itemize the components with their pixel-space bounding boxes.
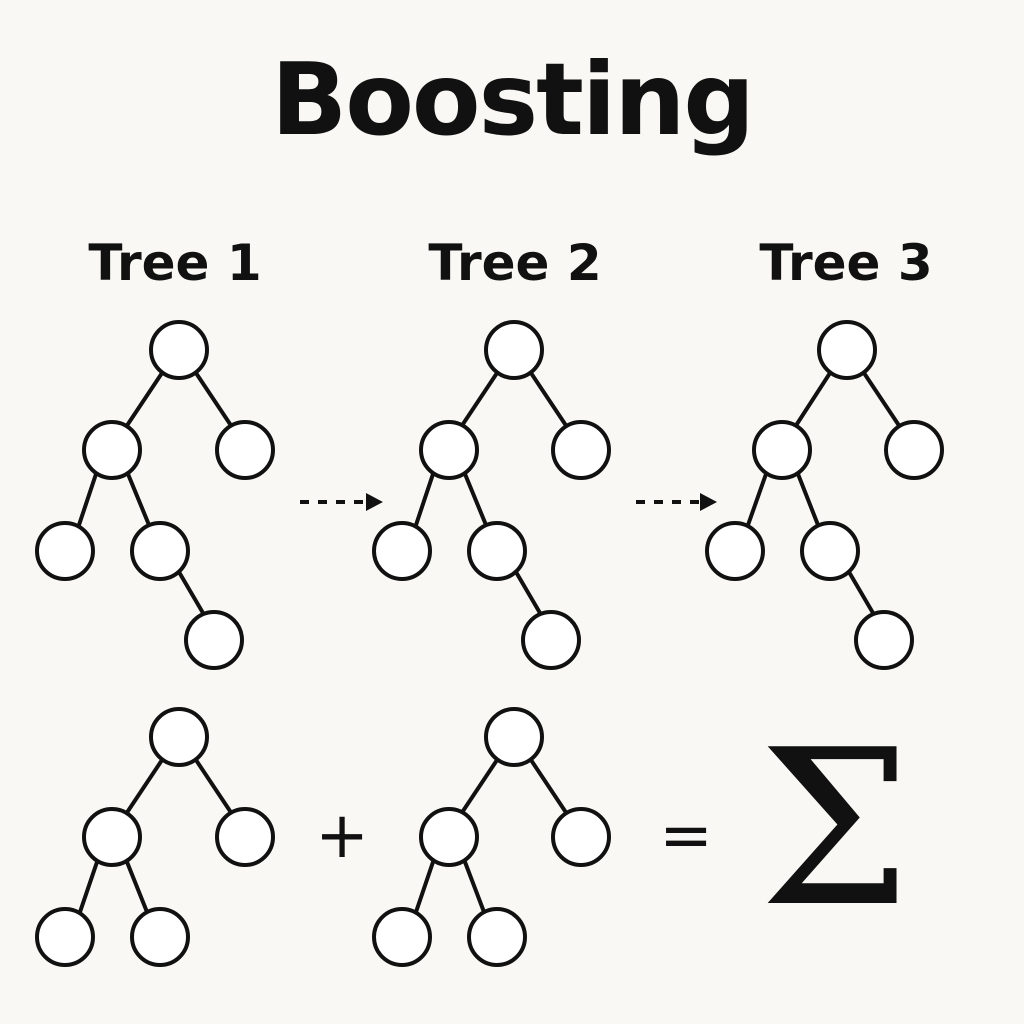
tree-edge xyxy=(529,371,569,429)
tree-node xyxy=(467,521,527,581)
tree-node xyxy=(35,907,95,967)
tree-node xyxy=(854,610,914,670)
tree-2 xyxy=(372,320,611,670)
equals-sign: = xyxy=(659,799,713,873)
tree-3 xyxy=(705,320,944,670)
tree-edge xyxy=(463,472,488,527)
dashed-arrow-2 xyxy=(636,493,717,511)
tree-edge xyxy=(463,860,486,914)
tree-node xyxy=(884,420,944,480)
tree-node xyxy=(551,420,611,480)
tree-2-label: Tree 2 xyxy=(428,234,602,292)
tree-node xyxy=(752,420,812,480)
sum-tree-right xyxy=(372,707,611,967)
tree-node xyxy=(130,521,190,581)
tree-edge xyxy=(529,758,569,816)
tree-edge xyxy=(796,472,820,527)
tree-edge xyxy=(459,371,499,429)
tree-edge xyxy=(77,472,98,527)
tree-edge xyxy=(194,758,234,816)
tree-edge xyxy=(177,570,205,615)
tree-edge xyxy=(793,371,832,429)
tree-node xyxy=(551,807,611,867)
tree-edge xyxy=(847,570,875,615)
tree-node xyxy=(521,610,581,670)
tree-node xyxy=(419,807,479,867)
tree-node xyxy=(372,907,432,967)
tree-node xyxy=(35,521,95,581)
tree-edge xyxy=(862,371,902,429)
sum-tree-left xyxy=(35,707,275,967)
tree-1-label: Tree 1 xyxy=(88,234,262,292)
tree-node xyxy=(484,320,544,380)
tree-1 xyxy=(35,320,275,670)
tree-edge xyxy=(459,758,499,816)
tree-edge xyxy=(125,860,149,914)
tree-node xyxy=(372,521,432,581)
diagram-title: Boosting xyxy=(271,41,755,158)
tree-edge xyxy=(126,472,151,527)
tree-edge xyxy=(514,570,542,615)
tree-3-label: Tree 3 xyxy=(759,234,933,292)
tree-edge xyxy=(78,860,99,914)
tree-edge xyxy=(194,371,234,429)
tree-node xyxy=(215,807,275,867)
tree-node xyxy=(817,320,877,380)
tree-edge xyxy=(746,472,768,527)
tree-node xyxy=(184,610,244,670)
tree-node xyxy=(130,907,190,967)
tree-node xyxy=(82,807,142,867)
dashed-arrow-1 xyxy=(300,493,383,511)
tree-node xyxy=(149,320,209,380)
tree-edge xyxy=(124,758,164,816)
tree-node xyxy=(215,420,275,480)
tree-node xyxy=(484,707,544,767)
tree-node xyxy=(82,420,142,480)
tree-node xyxy=(800,521,860,581)
tree-edge xyxy=(124,371,164,429)
tree-node xyxy=(419,420,479,480)
tree-edge xyxy=(414,472,435,527)
tree-node xyxy=(149,707,209,767)
tree-node xyxy=(705,521,765,581)
tree-node xyxy=(467,907,527,967)
tree-edge xyxy=(414,860,435,914)
plus-sign: + xyxy=(315,799,369,873)
sigma-symbol: Σ xyxy=(759,703,911,954)
